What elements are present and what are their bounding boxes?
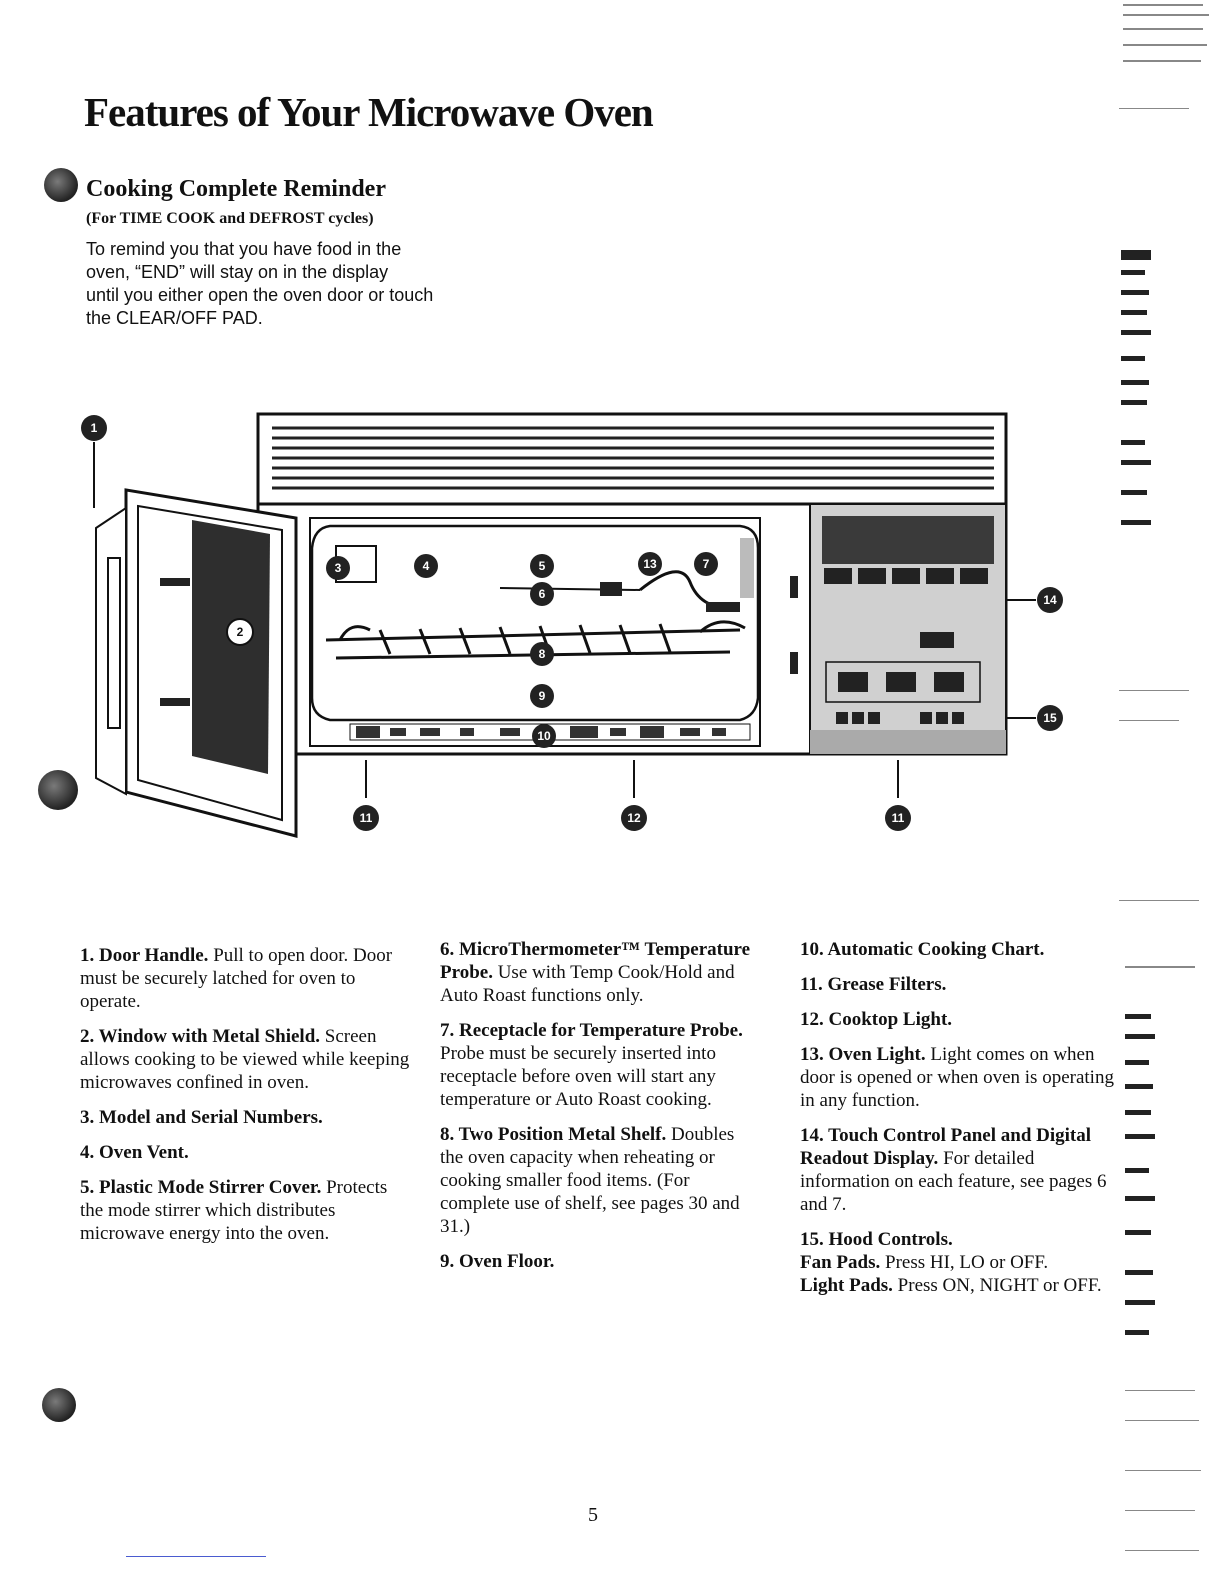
feature-item: 9. Oven Floor. xyxy=(440,1251,555,1272)
feature-item: 13. Oven Light. Light comes on when door… xyxy=(800,1044,1114,1111)
svg-text:3: 3 xyxy=(335,561,342,575)
hood-pads xyxy=(836,712,964,724)
cavity-inner xyxy=(310,524,760,722)
feature-item: 12. Cooktop Light. xyxy=(800,1009,953,1030)
page-title: Features of Your Microwave Oven xyxy=(84,89,654,135)
callout-13: 13 xyxy=(638,552,662,576)
svg-text:10: 10 xyxy=(537,729,551,743)
probe-receptacle xyxy=(706,602,740,612)
features-column-1: 1. Door Handle. Pull to open door. Door … xyxy=(80,944,410,1257)
latch-slot xyxy=(790,576,798,598)
hood-fan-pads: Fan Pads. Press HI, LO or OFF. xyxy=(800,1252,1049,1273)
feature-item: 8. Two Position Metal Shelf. Doubles the… xyxy=(440,1124,740,1237)
callout-10: 10 xyxy=(532,724,556,748)
reminder-line: until you either open the oven door or t… xyxy=(86,285,434,305)
callout-6: 6 xyxy=(530,582,554,606)
feature-item: 4. Oven Vent. xyxy=(80,1142,189,1163)
feature-item: 14. Touch Control Panel and Digital Read… xyxy=(800,1125,1107,1215)
callout-7: 7 xyxy=(694,552,718,576)
callout-2: 2 xyxy=(226,618,254,646)
reminder-line: To remind you that you have food in the xyxy=(86,239,402,259)
feature-item: 6. MicroThermometer™ Temperature Probe. … xyxy=(440,939,751,1006)
door-hinge xyxy=(160,698,190,706)
hole-punch-dot xyxy=(44,168,78,202)
footer-rule xyxy=(126,1556,266,1557)
svg-text:8: 8 xyxy=(539,647,546,661)
callout-1: 1 xyxy=(81,415,107,441)
svg-text:1: 1 xyxy=(91,421,98,435)
vent-slats xyxy=(272,426,994,490)
callout-8: 8 xyxy=(530,642,554,666)
callout-15: 15 xyxy=(1037,705,1063,731)
reminder-heading: Cooking Complete Reminder xyxy=(86,176,386,202)
reminder-body: To remind you that you have food in the … xyxy=(86,238,486,330)
svg-text:4: 4 xyxy=(423,559,430,573)
feature-item: 1. Door Handle. Pull to open door. Door … xyxy=(80,945,393,1012)
hole-punch-dot xyxy=(38,770,78,810)
callout-4: 4 xyxy=(414,554,438,578)
feature-item: 2. Window with Metal Shield. Screen allo… xyxy=(80,1026,410,1093)
touch-pads xyxy=(824,568,988,692)
door-window xyxy=(192,520,270,774)
panel-grease-area xyxy=(810,730,1006,754)
feature-item: 11. Grease Filters. xyxy=(800,974,947,995)
feature-item: 7. Receptacle for Temperature Probe. Pro… xyxy=(440,1020,743,1110)
reminder-line: oven, “END” will stay on in the display xyxy=(86,262,389,282)
svg-text:5: 5 xyxy=(539,559,546,573)
door-hinge xyxy=(160,578,190,586)
reminder-subheading: (For TIME COOK and DEFROST cycles) xyxy=(86,210,374,227)
svg-text:12: 12 xyxy=(627,811,641,825)
page-number: 5 xyxy=(588,1504,598,1526)
svg-text:14: 14 xyxy=(1043,593,1057,607)
features-column-3: 10. Automatic Cooking Chart. 11. Grease … xyxy=(800,938,1120,1297)
callout-5: 5 xyxy=(530,554,554,578)
svg-text:6: 6 xyxy=(539,587,546,601)
callout-12: 12 xyxy=(621,805,647,831)
svg-text:11: 11 xyxy=(360,811,373,825)
feature-item: 3. Model and Serial Numbers. xyxy=(80,1107,323,1128)
svg-text:11: 11 xyxy=(892,811,905,825)
chart-marks xyxy=(356,726,726,738)
digital-display xyxy=(822,516,994,564)
callout-14: 14 xyxy=(1037,587,1063,613)
callout-11: 11 xyxy=(353,805,379,831)
feature-item: 10. Automatic Cooking Chart. xyxy=(800,939,1045,960)
feature-item: 15. Hood Controls. xyxy=(800,1229,953,1250)
reminder-line: the CLEAR/OFF PAD. xyxy=(86,308,263,328)
hole-punch-dot xyxy=(42,1388,76,1422)
side-grille xyxy=(740,538,754,598)
metal-shelf xyxy=(325,620,746,660)
callout-11b: 11 xyxy=(885,805,911,831)
latch-slot xyxy=(790,652,798,674)
probe-handle xyxy=(600,582,622,596)
svg-text:15: 15 xyxy=(1043,711,1057,725)
svg-text:2: 2 xyxy=(237,625,244,639)
microwave-diagram: 1 2 3 4 5 6 7 8 9 10 11 12 13 14 15 11 xyxy=(81,412,1063,838)
svg-text:13: 13 xyxy=(643,557,657,571)
callout-3: 3 xyxy=(326,556,350,580)
auto-cooking-box xyxy=(825,661,981,703)
svg-text:7: 7 xyxy=(703,557,710,571)
door-handle xyxy=(107,557,121,729)
features-column-2: 6. MicroThermometer™ Temperature Probe. … xyxy=(440,938,760,1285)
svg-text:9: 9 xyxy=(539,689,546,703)
hood-light-pads: Light Pads. Press ON, NIGHT or OFF. xyxy=(800,1275,1102,1296)
callout-9: 9 xyxy=(530,684,554,708)
feature-item: 5. Plastic Mode Stirrer Cover. Protects … xyxy=(80,1177,388,1244)
margin-scan-artifacts xyxy=(1115,0,1215,1584)
callout-markers: 1 2 3 4 5 6 7 8 9 10 11 12 13 14 15 11 xyxy=(81,415,1063,831)
